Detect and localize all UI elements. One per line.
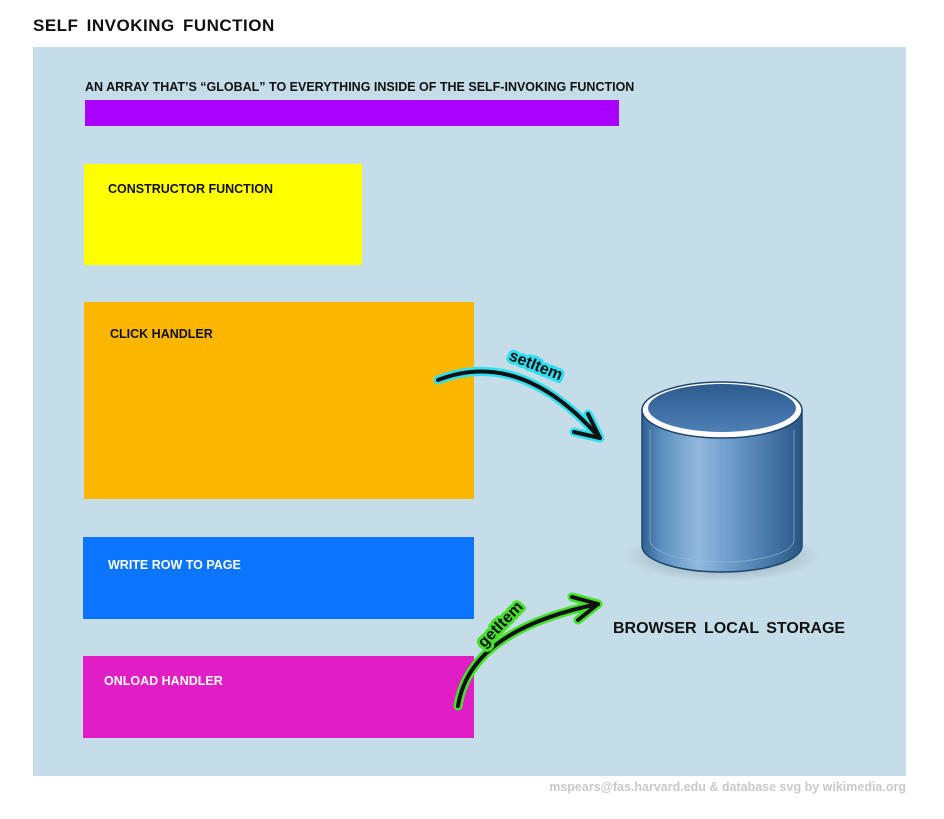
constructor-function-box: CONSTRUCTOR FUNCTION — [84, 164, 362, 265]
page-title: SELF INVOKING FUNCTION — [33, 16, 275, 35]
constructor-function-label: CONSTRUCTOR FUNCTION — [108, 182, 274, 196]
onload-handler-box: ONLOAD HANDLER — [83, 656, 474, 738]
onload-handler-label: ONLOAD HANDLER — [104, 674, 223, 688]
array-bar — [85, 100, 619, 126]
write-row-label: WRITE ROW TO PAGE — [108, 558, 241, 572]
browser-local-storage-label: BROWSER LOCAL STORAGE — [613, 620, 846, 637]
credit-text: mspears@fas.harvard.edu & database svg b… — [549, 780, 906, 794]
set-item-arrow: setItem — [433, 344, 605, 443]
write-row-box: WRITE ROW TO PAGE — [83, 537, 474, 619]
get-item-arrow: getItem — [453, 592, 603, 711]
click-handler-label: CLICK HANDLER — [110, 327, 213, 341]
array-label: AN ARRAY THAT’S “GLOBAL” TO EVERYTHING I… — [85, 80, 635, 94]
click-handler-box: CLICK HANDLER — [84, 302, 474, 499]
database-icon — [624, 381, 820, 582]
